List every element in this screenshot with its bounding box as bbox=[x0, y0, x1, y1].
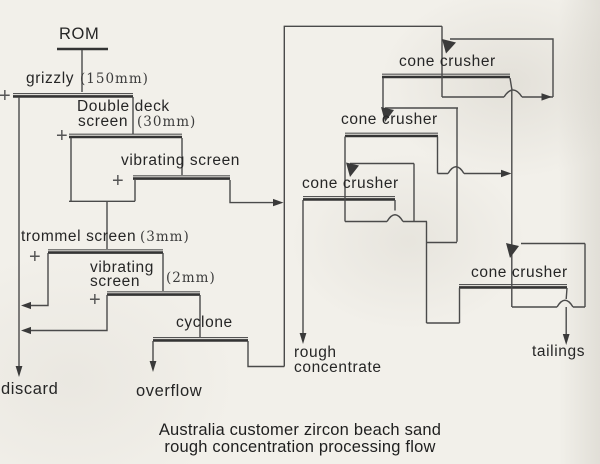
oversize-plus-vibrating-2: + bbox=[89, 289, 101, 311]
label-vibrating-screen-2-size: (2mm) bbox=[166, 269, 216, 286]
crusher2-feed-arrow-icon bbox=[381, 107, 394, 122]
label-cone-crusher-2: cone crusher bbox=[341, 111, 438, 128]
oversize-plus-vibrating-1: + bbox=[112, 170, 124, 192]
label-cone-crusher-3: cone crusher bbox=[302, 175, 399, 192]
crusher-bar-1 bbox=[382, 73, 510, 79]
crusher-bar-3 bbox=[303, 196, 395, 201]
label-trommel-size: (3mm) bbox=[140, 229, 190, 245]
cyclone-symbol bbox=[153, 337, 248, 342]
crusher-bar-4 bbox=[459, 284, 567, 289]
label-vibrating-screen-2-line1: vibrating bbox=[90, 259, 154, 276]
label-rom: ROM bbox=[59, 25, 100, 43]
label-double-deck-line2: screen bbox=[78, 112, 129, 130]
crusher2-discharge-arrow-right-icon bbox=[501, 169, 512, 178]
label-rough-concentrate-line2: concentrate bbox=[294, 358, 382, 376]
oversize-plus-double-deck: + bbox=[56, 125, 68, 147]
label-tailings: tailings bbox=[532, 343, 586, 360]
label-overflow: overflow bbox=[136, 382, 203, 400]
crusher-bar-2 bbox=[345, 132, 438, 138]
screen-symbol-vibrating-1 bbox=[133, 175, 230, 180]
vibrating-oversize-arrow-right-icon bbox=[273, 198, 284, 207]
label-double-deck-line1: Double deck bbox=[77, 98, 170, 115]
caption-line-2: rough concentration processing flow bbox=[164, 437, 436, 456]
flow-lines-left bbox=[18, 25, 442, 368]
label-trommel-screen: trommel screen bbox=[21, 228, 137, 245]
screen-symbol-vibrating-2 bbox=[107, 291, 200, 296]
tailings-arrow-down-icon bbox=[562, 334, 570, 345]
screen-symbol-grizzly bbox=[13, 93, 133, 98]
label-discard: discard bbox=[1, 380, 59, 398]
screen2mm-oversize-arrow-left-icon bbox=[21, 326, 31, 335]
label-vibrating-screen-2-line2: screen bbox=[90, 272, 141, 290]
oversize-plus-trommel: + bbox=[29, 246, 41, 268]
discard-arrow-down-icon bbox=[15, 366, 23, 377]
label-cone-crusher-4: cone crusher bbox=[471, 264, 568, 281]
diagram-caption: Australia customer zircon beach sand rou… bbox=[100, 422, 500, 455]
label-grizzly-size: (150mm) bbox=[80, 71, 149, 87]
crusher4-feed-arrow-icon bbox=[506, 243, 519, 258]
label-cone-crusher-1: cone crusher bbox=[399, 53, 496, 70]
label-cyclone: cyclone bbox=[176, 314, 233, 331]
screen-symbol-trommel bbox=[48, 249, 163, 254]
screen-symbol-double-deck bbox=[69, 133, 182, 139]
crusher1-loop-arrow-right-icon bbox=[541, 93, 552, 101]
crusher1-feed-arrow-icon bbox=[442, 39, 456, 54]
label-rough-concentrate-line1: rough bbox=[294, 344, 337, 361]
label-double-deck-size: (30mm) bbox=[137, 113, 197, 130]
flow-lines-right bbox=[302, 26, 586, 337]
oversize-plus-grizzly: + bbox=[0, 85, 11, 107]
label-grizzly: grizzly bbox=[26, 70, 75, 87]
crusher3-feed-arrow-icon bbox=[346, 162, 359, 177]
trommel-oversize-arrow-left-icon bbox=[21, 301, 31, 310]
label-vibrating-screen-1: vibrating screen bbox=[121, 152, 241, 169]
caption-line-1: Australia customer zircon beach sand bbox=[158, 421, 442, 439]
overflow-arrow-down-icon bbox=[149, 361, 157, 372]
rough-concentrate-arrow-down-icon bbox=[299, 333, 307, 344]
